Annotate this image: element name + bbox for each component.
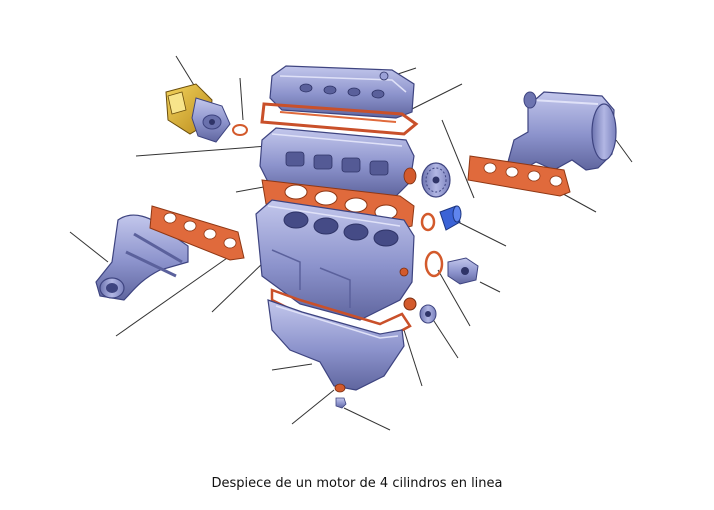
crank-seal [403,297,417,311]
leader-drain-plug [343,407,391,431]
leader-exhaust-gasket [115,255,231,337]
cylinder-head [259,127,417,197]
leader-lines [69,55,633,431]
intake-manifold [507,91,617,171]
leader-intake-manifold [615,139,633,163]
leader-drain-washer [291,389,335,425]
valve-cover [269,65,415,119]
engine-block [255,199,415,321]
exhaust-gasket [149,205,245,261]
leader-oil-pan-gasket [403,329,423,387]
leader-oil-pump [479,281,501,293]
leader-front-seal [457,221,507,247]
valve-cover-gasket [260,102,419,136]
distributor-o-ring [232,124,248,136]
diagram-caption: Despiece de un motor de 4 cilindros en l… [211,476,503,491]
oil-pump [447,257,479,285]
leader-oring [239,77,244,121]
drain-plug-washer [334,383,346,393]
leader-cover-gasket [409,83,463,111]
leader-block [211,261,265,313]
leader-pulley [441,119,475,199]
distributor [165,83,231,143]
leader-oil-pan [271,363,313,371]
crank-pulley [419,304,437,324]
intake-gasket [467,155,571,197]
leader-crank-seal [437,269,471,327]
leader-exhaust-manifold [69,231,109,263]
exhaust-manifold [95,214,189,301]
leader-cylinder-head [135,145,269,157]
drain-plug [335,397,347,409]
leader-crank-pulley [431,317,459,359]
oil-pan [267,299,405,391]
front-seal [420,205,462,232]
timing-pulley [421,162,451,198]
